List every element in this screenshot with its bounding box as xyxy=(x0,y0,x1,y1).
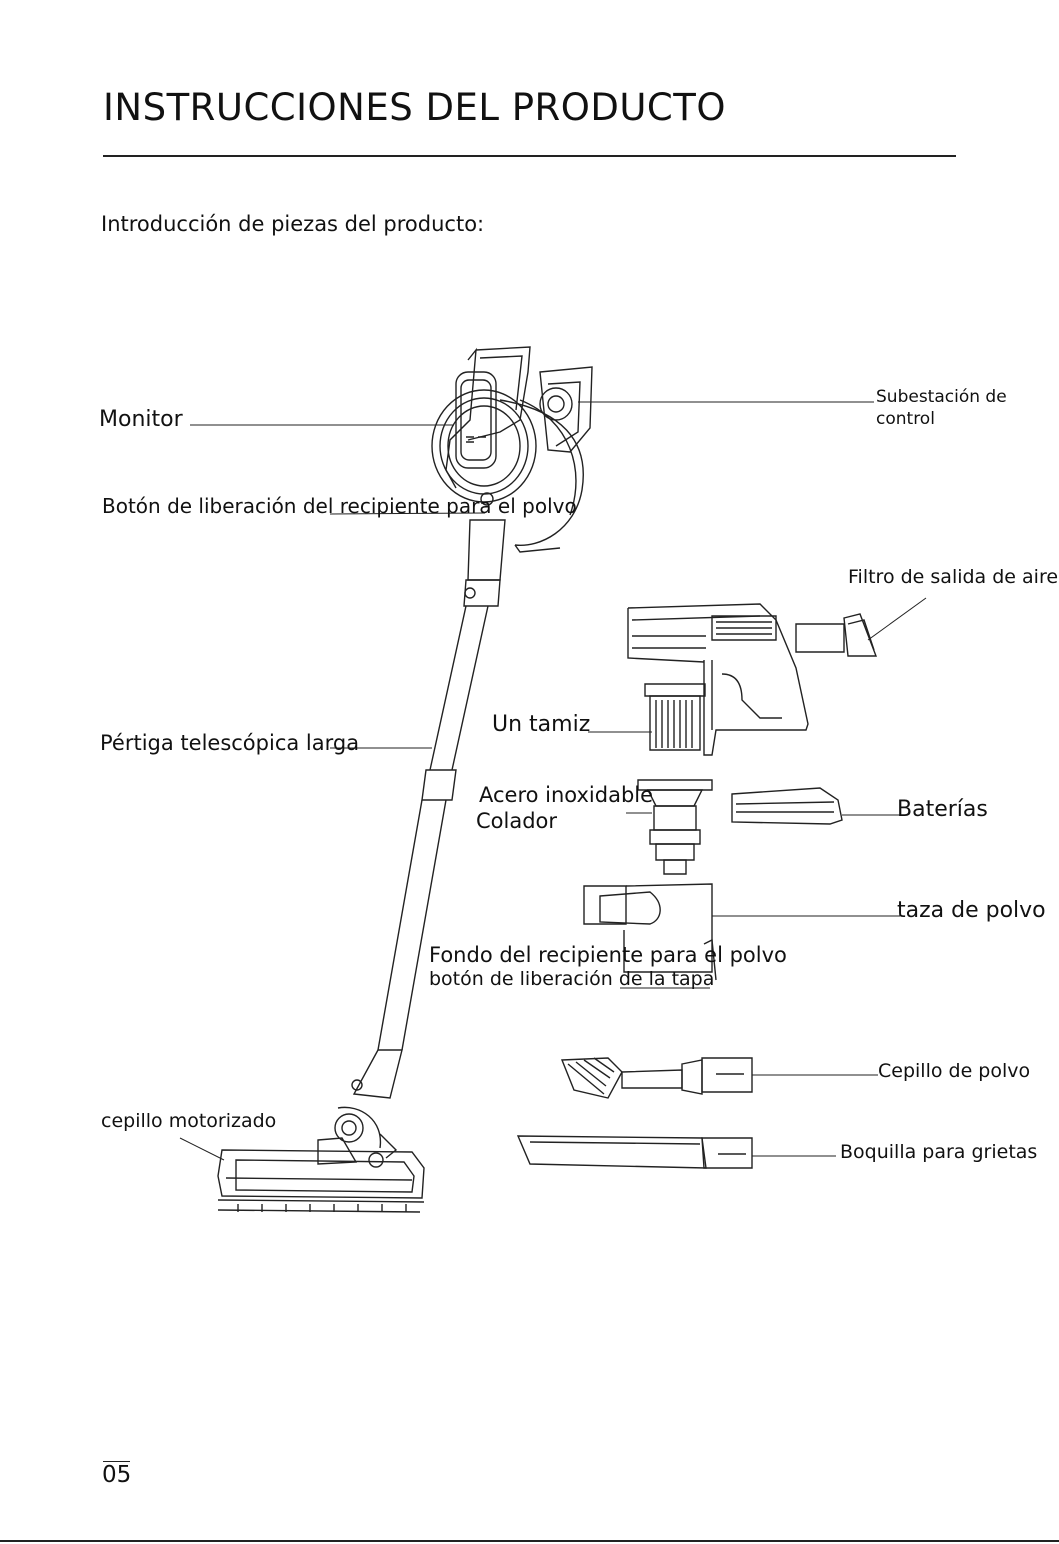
page-title: INSTRUCCIONES DEL PRODUCTO xyxy=(103,86,726,129)
label-filtro-salida: Filtro de salida de aire xyxy=(848,566,1059,588)
leader-boton-liberacion xyxy=(330,513,485,514)
label-boquilla: Boquilla para grietas xyxy=(840,1141,1038,1163)
accessories-illustration xyxy=(518,1058,752,1168)
stick-vacuum-illustration xyxy=(218,347,592,1212)
label-acero-line1: Acero inoxidable xyxy=(479,783,654,807)
handheld-unit-illustration xyxy=(584,604,876,980)
label-monitor: Monitor xyxy=(99,407,183,432)
leader-lines xyxy=(180,402,926,1160)
label-boton-liberacion-recipiente: Botón de liberación del recipiente para … xyxy=(102,494,577,518)
label-cepillo-motorizado: cepillo motorizado xyxy=(101,1110,277,1132)
label-pertiga: Pértiga telescópica larga xyxy=(100,731,360,755)
label-subestacion: Subestación de control xyxy=(876,386,1007,430)
bottom-edge-rule xyxy=(0,1540,1059,1542)
label-subestacion-line2: control xyxy=(876,409,935,430)
label-acero-line2: Colador xyxy=(476,809,558,834)
label-taza-polvo: taza de polvo xyxy=(897,898,1046,923)
label-subestacion-line1: Subestación de xyxy=(876,387,1007,407)
title-divider xyxy=(103,155,956,157)
label-baterias: Baterías xyxy=(897,797,988,822)
label-tamiz: Un tamiz xyxy=(492,712,591,737)
page-number: 05 xyxy=(102,1462,132,1488)
leader-filtro xyxy=(868,598,926,640)
leader-cepillo-motorizado xyxy=(180,1138,224,1160)
label-fondo: Fondo del recipiente para el polvo botón… xyxy=(429,942,787,992)
label-fondo-line2: botón de liberación de la tapa xyxy=(429,968,715,991)
label-acero: Acero inoxidable Colador xyxy=(476,782,653,835)
section-subtitle: Introducción de piezas del producto: xyxy=(101,212,485,236)
page-number-rule xyxy=(103,1461,130,1462)
label-cepillo-polvo: Cepillo de polvo xyxy=(878,1060,1031,1082)
label-fondo-line1: Fondo del recipiente para el polvo xyxy=(429,943,787,967)
